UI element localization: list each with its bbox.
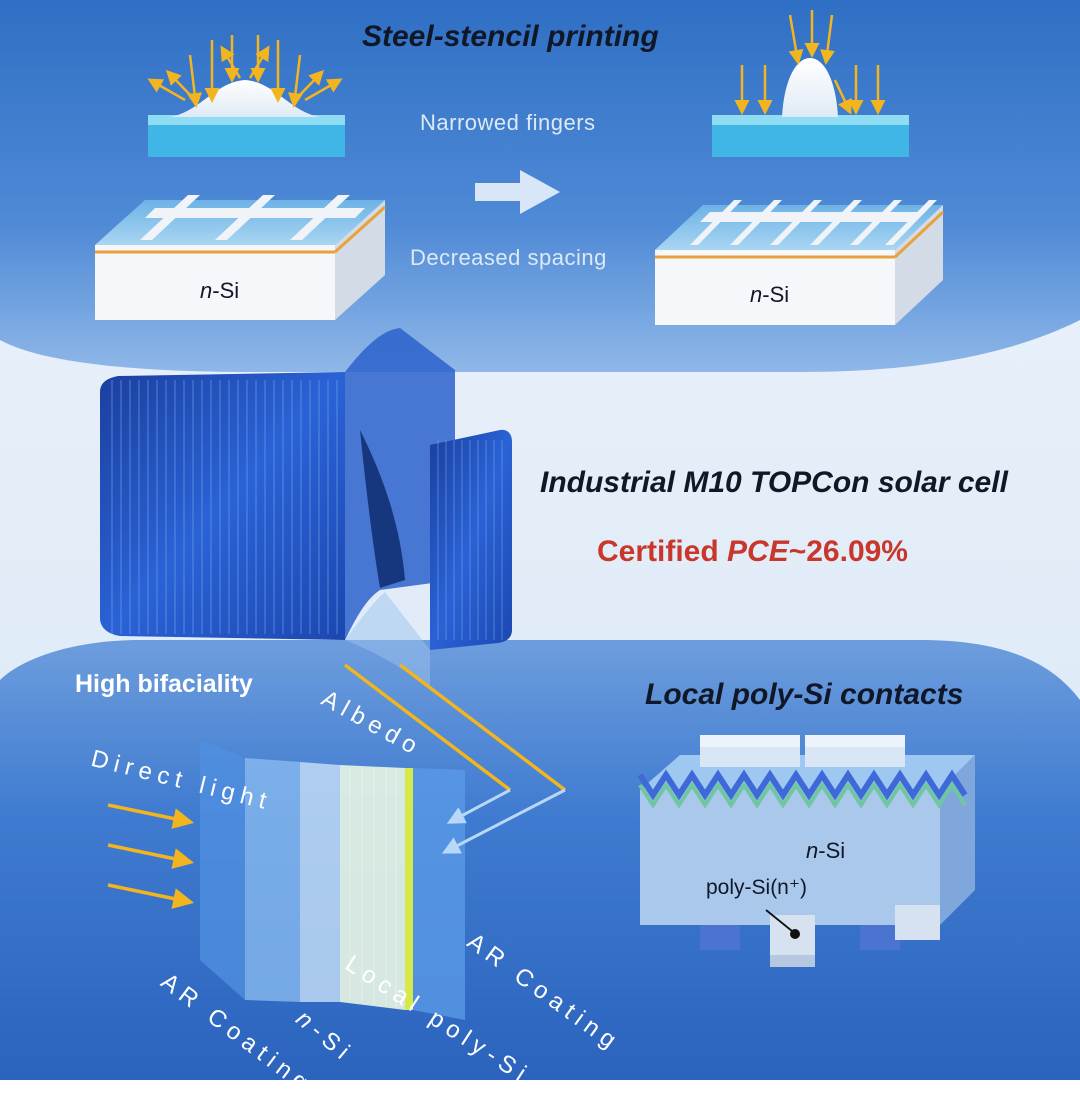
local-contacts-title: Local poly-Si contacts [645, 678, 964, 711]
solar-cell-large [100, 372, 345, 640]
efficiency-label: Certified PCE~26.09% [597, 535, 908, 569]
narrow-finger-cross-section [712, 58, 909, 157]
solar-cell-curved [345, 328, 455, 640]
efficiency-prefix: Certified [597, 535, 728, 568]
transition-arrow [475, 170, 560, 214]
wide-finger-cross-section [148, 80, 345, 157]
decreased-spacing-label: Decreased spacing [410, 245, 607, 270]
light-arrows-right [734, 10, 886, 115]
poly-si-label: poly-Si(n⁺) [706, 876, 807, 899]
efficiency-metric: PCE [727, 535, 789, 568]
albedo-arrows [343, 663, 567, 854]
cell-title: Industrial M10 TOPCon solar cell [540, 466, 1008, 499]
solar-cell-small [430, 429, 512, 650]
high-bifaciality-label: High bifaciality [75, 670, 253, 698]
cell-reflection [345, 592, 430, 690]
efficiency-value: ~26.09% [788, 535, 908, 568]
wafer-block-right [655, 200, 945, 325]
reflected-light-arrows-left [147, 35, 343, 108]
local-contacts-block [637, 735, 975, 967]
layer-stack [200, 740, 465, 1020]
narrowed-fingers-label: Narrowed fingers [420, 110, 596, 135]
top-panel-title: Steel-stencil printing [362, 20, 659, 53]
contacts-n-si-label: n-Si [806, 838, 846, 863]
right-block-label: n-Si [750, 282, 790, 307]
left-block-label: n-Si [200, 278, 240, 303]
direct-light-arrows [107, 803, 195, 909]
wafer-block-left [95, 195, 387, 320]
